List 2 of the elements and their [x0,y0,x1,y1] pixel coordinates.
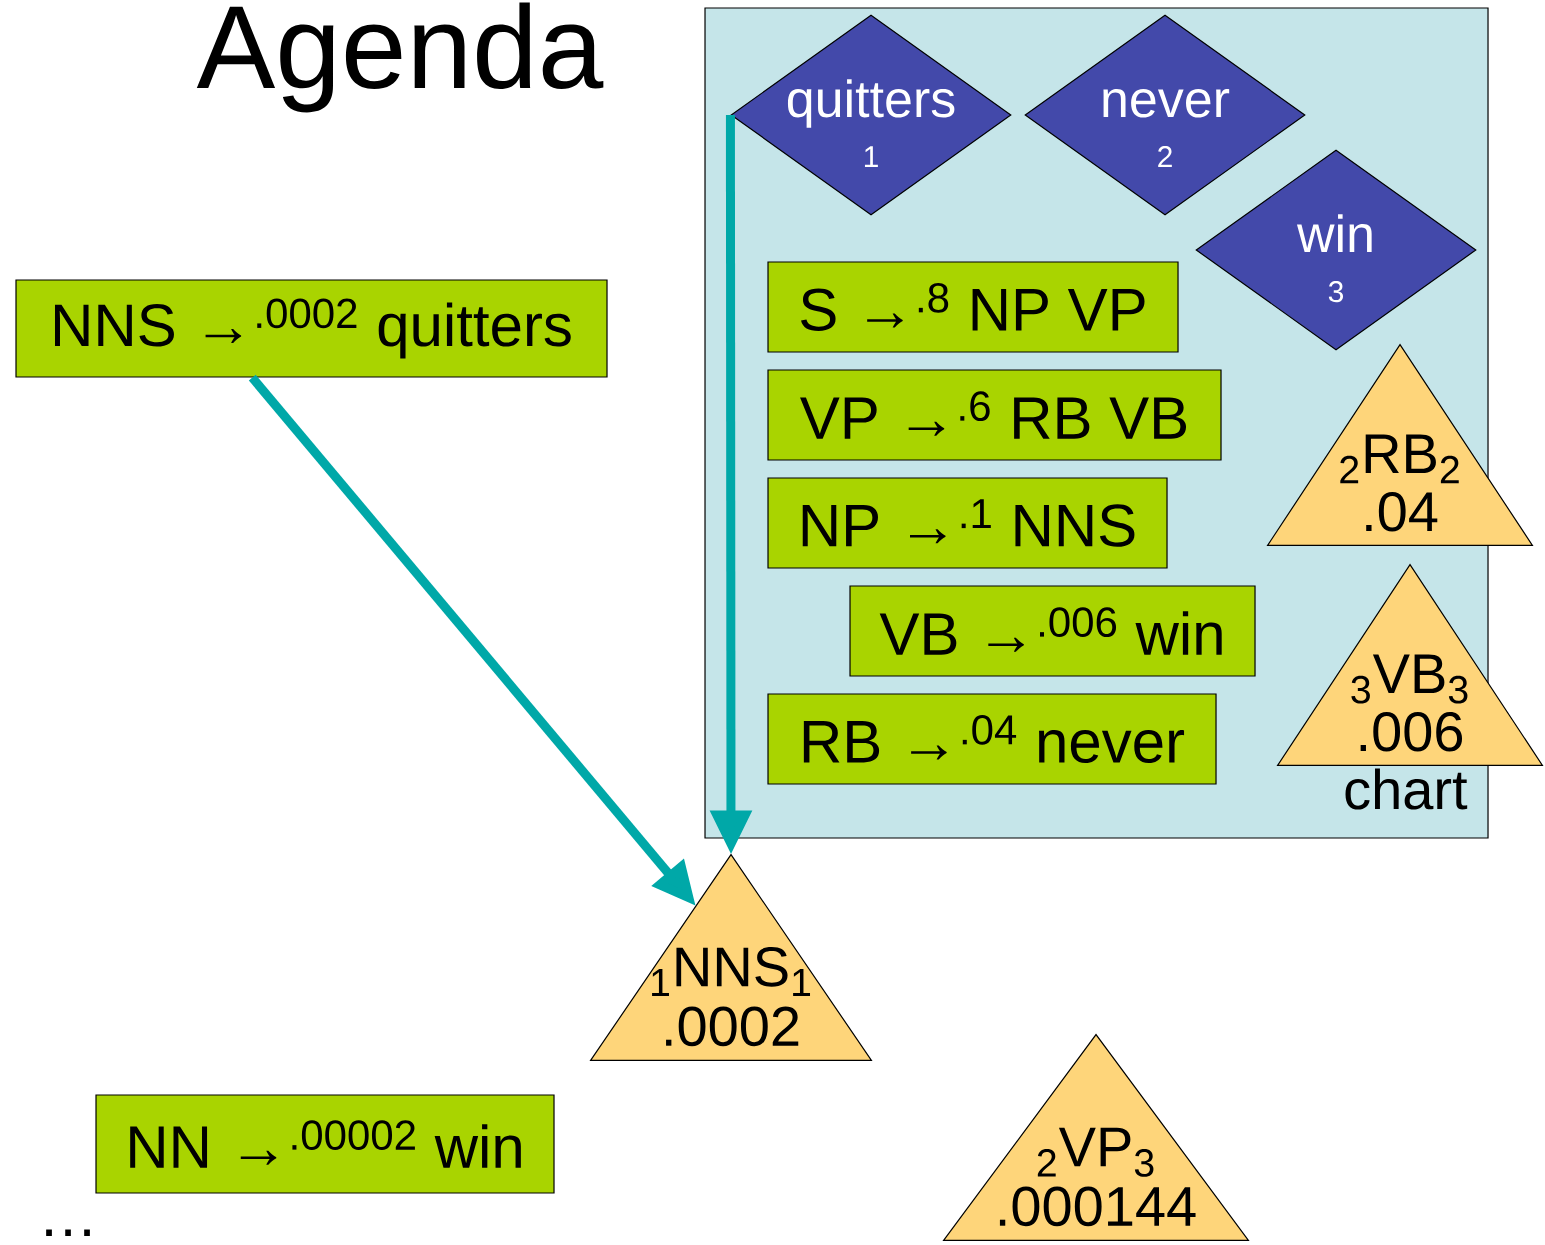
title: Agenda [196,2,604,113]
ellipsis: … [46,1229,90,1236]
